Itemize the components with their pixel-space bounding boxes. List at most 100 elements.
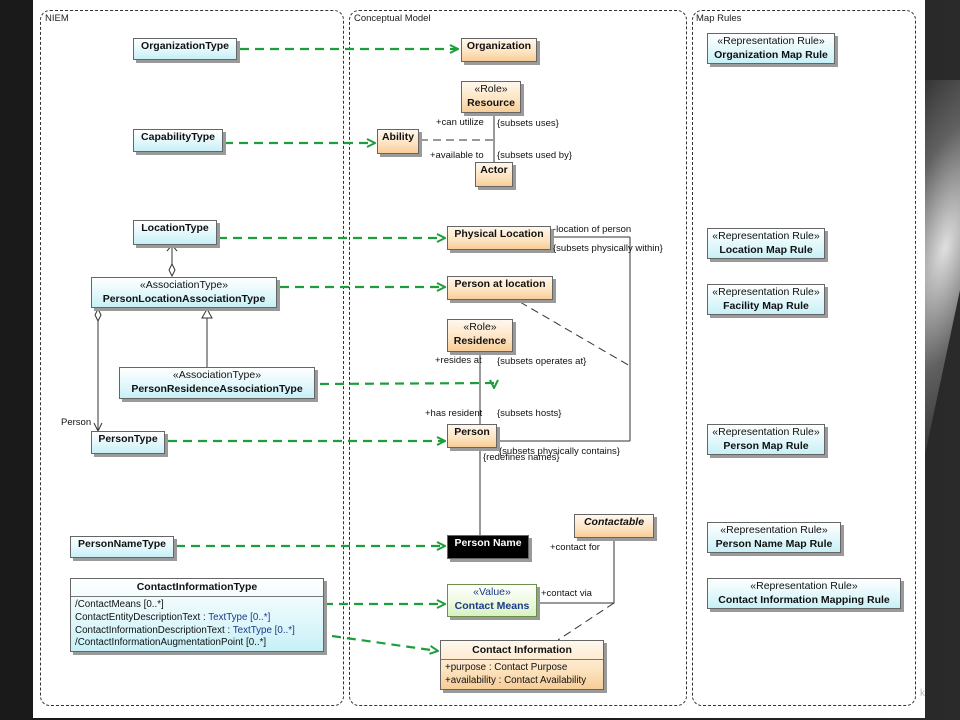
person-at-location-label: Person at location	[454, 278, 546, 290]
label-subsets-hosts: {subsets hosts}	[497, 408, 562, 419]
contact-information-attributes: +purpose : Contact Purpose +availability…	[441, 659, 603, 689]
ci-attr-availability: +availability : Contact Availability	[445, 674, 587, 686]
line-personatloc-dashed	[519, 301, 631, 367]
ci-attr-purpose: +purpose : Contact Purpose	[445, 662, 568, 674]
person-residence-association-class[interactable]: «AssociationType» PersonResidenceAssocia…	[119, 367, 315, 399]
label-location-of-person: -location of person	[553, 224, 632, 235]
partition-title-niem: NIEM	[45, 13, 69, 24]
contact-information-type-class[interactable]: ContactInformationType /ContactMeans [0.…	[70, 578, 324, 652]
physical-location-class[interactable]: Physical Location	[447, 226, 551, 250]
location-type-class[interactable]: LocationType	[133, 220, 217, 245]
person-residence-assoc-stereotype: «AssociationType»	[172, 369, 262, 381]
person-map-rule-label: Person Map Rule	[723, 440, 809, 453]
location-aggregation-diamond	[168, 262, 176, 278]
residence-label: Residence	[453, 335, 507, 348]
label-subsets-uses: {subsets uses}	[497, 118, 559, 129]
label-contact-via: +contact via	[541, 588, 592, 599]
physical-location-label: Physical Location	[454, 228, 544, 240]
partition-title-map-rules: Map Rules	[696, 13, 742, 24]
person-name-type-label: PersonNameType	[78, 538, 166, 550]
actor-label: Actor	[480, 164, 508, 176]
person-name-map-rule-label: Person Name Map Rule	[715, 538, 833, 551]
contact-information-mapping-rule-stereotype: «Representation Rule»	[750, 580, 858, 592]
cit-attr-contact-information-description: ContactInformationDescriptionText : Text…	[75, 624, 295, 636]
contact-information-mapping-rule-label: Contact Information Mapping Rule	[718, 594, 890, 607]
ability-class[interactable]: Ability	[377, 129, 419, 154]
contact-information-type-name: ContactInformationType	[136, 581, 258, 593]
person-location-assoc-name: PersonLocationAssociationType	[102, 293, 266, 306]
organization-map-rule-label: Organization Map Rule	[714, 49, 828, 62]
person-name-map-rule[interactable]: «Representation Rule» Person Name Map Ru…	[707, 522, 841, 553]
location-map-rule[interactable]: «Representation Rule» Location Map Rule	[707, 228, 825, 259]
contact-information-mapping-rule[interactable]: «Representation Rule» Contact Informatio…	[707, 578, 901, 609]
contact-information-type-attributes: /ContactMeans [0..*] ContactEntityDescri…	[71, 596, 323, 652]
label-subsets-operates-at: {subsets operates at}	[497, 356, 587, 367]
actor-class[interactable]: Actor	[475, 162, 513, 187]
label-has-resident: +has resident	[425, 408, 483, 419]
slide-watermark: k	[920, 688, 925, 699]
organization-label: Organization	[466, 40, 532, 52]
person-role-label: Person	[61, 417, 92, 428]
organization-class[interactable]: Organization	[461, 38, 537, 62]
person-name-type-class[interactable]: PersonNameType	[70, 536, 174, 558]
cit-attr-contact-entity-description: ContactEntityDescriptionText : TextType …	[75, 611, 271, 623]
person-name-class[interactable]: Person Name	[447, 535, 529, 559]
location-type-label: LocationType	[141, 222, 209, 234]
capability-type-class[interactable]: CapabilityType	[133, 129, 223, 152]
person-map-rule-stereotype: «Representation Rule»	[712, 426, 820, 438]
person-type-label: PersonType	[98, 433, 158, 445]
organization-type-label: OrganizationType	[141, 40, 229, 52]
capability-type-label: CapabilityType	[141, 131, 215, 143]
person-label: Person	[454, 426, 490, 438]
facility-map-rule[interactable]: «Representation Rule» Facility Map Rule	[707, 284, 825, 315]
generalization-triangle	[201, 307, 213, 319]
person-at-location-class[interactable]: Person at location	[447, 276, 553, 300]
contact-information-name: Contact Information	[472, 644, 572, 656]
organization-map-rule[interactable]: «Representation Rule» Organization Map R…	[707, 33, 835, 64]
person-location-assoc-stereotype: «AssociationType»	[139, 279, 229, 291]
resource-role-class[interactable]: «Role» Resource	[461, 81, 521, 113]
organization-type-class[interactable]: OrganizationType	[133, 38, 237, 60]
label-available-to: +available to	[430, 150, 484, 161]
contact-means-stereotype: «Value»	[473, 586, 511, 598]
facility-map-rule-label: Facility Map Rule	[723, 300, 809, 313]
line-contactable-contactinfo	[557, 602, 615, 641]
person-aggregation-diamond	[94, 307, 102, 323]
facility-map-rule-stereotype: «Representation Rule»	[712, 286, 820, 298]
partition-map-rules	[692, 10, 916, 706]
ability-label: Ability	[381, 131, 415, 143]
partition-niem	[40, 10, 344, 706]
organization-map-rule-stereotype: «Representation Rule»	[717, 35, 825, 47]
person-location-association-class[interactable]: «AssociationType» PersonLocationAssociat…	[91, 277, 277, 308]
partition-title-conceptual-model: Conceptual Model	[354, 13, 431, 24]
person-name-map-rule-stereotype: «Representation Rule»	[720, 524, 828, 536]
label-subsets-physically-within: {subsets physically within}	[553, 243, 663, 254]
contact-means-label: Contact Means	[454, 600, 530, 613]
location-map-rule-label: Location Map Rule	[719, 244, 813, 257]
person-type-class[interactable]: PersonType	[91, 431, 165, 454]
partition-conceptual-model	[349, 10, 687, 706]
label-contact-for: +contact for	[550, 542, 600, 553]
person-map-rule[interactable]: «Representation Rule» Person Map Rule	[707, 424, 825, 455]
person-residence-assoc-name: PersonResidenceAssociationType	[131, 383, 303, 396]
label-subsets-physically-contains: {subsets physically contains}	[499, 446, 620, 457]
mapping-person-residence	[319, 383, 494, 388]
label-resides-at: +resides at	[435, 355, 482, 366]
residence-role-class[interactable]: «Role» Residence	[447, 319, 513, 352]
resource-label: Resource	[467, 97, 515, 110]
person-name-label: Person Name	[454, 537, 522, 549]
contact-means-value-class[interactable]: «Value» Contact Means	[447, 584, 537, 617]
label-subsets-used-by: {subsets used by}	[497, 150, 572, 161]
location-nav-arrowhead	[166, 244, 178, 252]
person-class[interactable]: Person	[447, 424, 497, 448]
mapping-contact-information	[331, 634, 438, 651]
label-redefines-names: {redefines names}	[483, 452, 560, 463]
resource-stereotype: «Role»	[474, 83, 508, 95]
cit-attr-contact-means: /ContactMeans [0..*]	[75, 599, 164, 611]
cit-attr-augmentation-point: /ContactInformationAugmentationPoint [0.…	[75, 637, 267, 649]
contactable-label: Contactable	[583, 516, 645, 528]
contactable-class[interactable]: Contactable	[574, 514, 654, 538]
contact-information-class[interactable]: Contact Information +purpose : Contact P…	[440, 640, 604, 690]
